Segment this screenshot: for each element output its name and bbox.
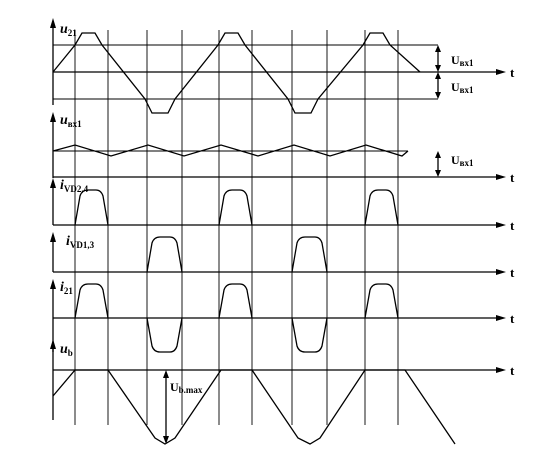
uvx1-waveform — [52, 144, 409, 157]
dim-arrow-down-second — [435, 170, 441, 177]
i21-pulse-pos-3 — [364, 283, 399, 319]
ub-max-arrow-down — [163, 436, 169, 444]
uvx1-y-arrow — [50, 112, 56, 122]
ub-max-arrow-up — [163, 370, 169, 378]
ivd24-time-arrow — [496, 222, 506, 228]
uvx1-label-c: Uвх1 — [451, 153, 474, 168]
dim-arrow-down-upper — [435, 65, 441, 72]
i21-time-label: t — [510, 311, 515, 326]
ivd24-axis-label: iVD2,4 — [60, 178, 89, 194]
ub-axis-label: ub — [60, 342, 73, 358]
ivd13-pulse-1 — [146, 236, 183, 273]
dim-arrow-up-lower — [435, 72, 441, 79]
panel-uvx1: uвх1 t — [50, 112, 515, 185]
ub-y-arrow — [50, 339, 56, 349]
annot-uvx1-lower: Uвх1 — [435, 72, 474, 99]
ivd24-pulse-1 — [74, 189, 109, 226]
panel-ivd24: iVD2,4 t — [50, 178, 515, 233]
dim-arrow-down-lower — [435, 92, 441, 99]
panel-ub: ub t Ub.max — [50, 339, 515, 445]
ub-time-label: t — [510, 363, 515, 378]
ivd13-pulse-2 — [291, 236, 328, 273]
uvx1-time-arrow — [496, 174, 506, 180]
ivd24-y-arrow — [50, 178, 56, 188]
panel-ivd13: iVD1,3 t — [50, 232, 515, 280]
u21-time-arrow — [496, 69, 506, 75]
uvx1-label-b: Uвх1 — [451, 80, 474, 95]
i21-y-arrow — [50, 279, 56, 289]
dim-arrow-up-upper — [435, 45, 441, 52]
ivd13-time-label: t — [510, 265, 515, 280]
i21-time-arrow — [496, 315, 506, 321]
i21-axis-label: i21 — [60, 280, 73, 296]
uvx1-label-a: Uвх1 — [451, 53, 474, 68]
ub-time-arrow — [496, 367, 506, 373]
u21-waveform — [52, 32, 421, 114]
annot-uvx1-upper: Uвх1 — [435, 45, 474, 72]
ivd24-time-label: t — [510, 218, 515, 233]
ivd24-pulse-2 — [218, 189, 253, 226]
annot-uvx1-second: Uвх1 — [435, 151, 474, 177]
dim-arrow-up-second — [435, 151, 441, 158]
u21-axis-label: u21 — [60, 22, 77, 38]
uvx1-axis-label: uвх1 — [60, 113, 82, 129]
i21-pulse-neg-2 — [291, 317, 328, 353]
ub-waveform — [52, 369, 456, 445]
ivd13-y-arrow — [50, 232, 56, 242]
i21-pulse-pos-1 — [74, 283, 109, 319]
alignment-gridlines — [74, 30, 399, 425]
ivd13-axis-label: iVD1,3 — [66, 234, 95, 250]
ivd13-time-arrow — [496, 269, 506, 275]
i21-pulse-neg-1 — [146, 317, 183, 353]
u21-y-arrow — [50, 18, 56, 28]
u21-time-label: t — [510, 65, 515, 80]
ivd24-pulse-3 — [364, 189, 399, 226]
uvx1-time-label: t — [510, 170, 515, 185]
panel-u21: u21 t — [50, 18, 515, 114]
panel-i21: i21 t — [50, 279, 515, 353]
ub-max-label: Ub.max — [170, 380, 203, 395]
i21-pulse-pos-2 — [218, 283, 253, 319]
